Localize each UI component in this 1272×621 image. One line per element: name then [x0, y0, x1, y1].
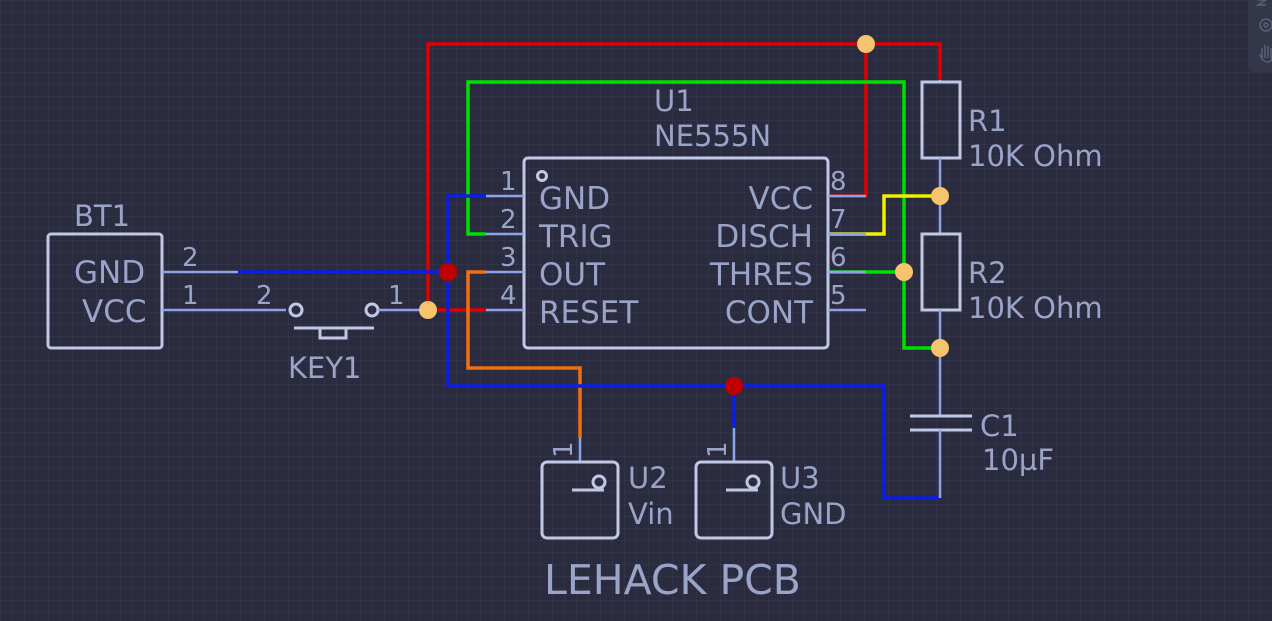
r1-designator: R1 [968, 104, 1007, 138]
hand-icon[interactable] [1259, 45, 1272, 63]
key1-contact-left [288, 302, 304, 318]
bt1-body [46, 232, 164, 350]
u1-value: NE555N [654, 119, 771, 153]
key1-pin-number-2: 2 [256, 281, 273, 311]
u1-pin-name-out: OUT [539, 257, 606, 293]
toolbar-panel [1248, 0, 1272, 72]
bt1-pin-name-vcc: VCC [82, 294, 147, 330]
c1-value: 10µF [982, 443, 1054, 477]
bt1-pin-number-2: 2 [182, 243, 199, 273]
u1-pin-number-4: 4 [500, 281, 517, 311]
connector-u2[interactable]: 1 U2 Vin [540, 438, 674, 540]
bt1-designator: BT1 [74, 199, 130, 233]
junction-ground-u3[interactable] [725, 377, 743, 395]
ic-u1[interactable]: U1 NE555N 1 2 3 4 GND TRIG OUT RESET 8 7… [486, 84, 866, 350]
u1-pin-number-7: 7 [830, 205, 847, 235]
u1-pin-name-vcc: VCC [749, 181, 814, 217]
wire-ground-u1[interactable] [446, 194, 940, 500]
u2-pad [591, 474, 607, 490]
canvas-toolbar [1248, 0, 1272, 72]
r1-value: 10K Ohm [968, 139, 1103, 173]
junctions [419, 35, 949, 395]
r2-body [920, 232, 962, 312]
target-icon[interactable] [1259, 18, 1272, 32]
u1-pin-name-trig: TRIG [538, 219, 613, 255]
u1-body [522, 156, 830, 350]
u1-pin-name-cont: CONT [725, 295, 814, 331]
r2-value: 10K Ohm [968, 291, 1103, 325]
u1-pin-name-thres: THRES [709, 257, 813, 293]
wire-vcc[interactable] [426, 42, 942, 310]
u1-pin-number-1: 1 [500, 167, 517, 197]
capacitor-c1[interactable]: C1 10µF [910, 348, 1054, 498]
u2-value: Vin [628, 497, 674, 531]
key1-plunger [318, 328, 348, 340]
u3-designator: U3 [780, 461, 820, 495]
bt1-pin-number-1: 1 [182, 281, 199, 311]
c1-designator: C1 [980, 409, 1019, 443]
wire-output[interactable] [466, 270, 582, 438]
u1-pin-name-disch: DISCH [715, 219, 813, 255]
u3-value: GND [780, 497, 847, 531]
junction-threshold[interactable] [895, 263, 913, 281]
junction-vcc-top[interactable] [857, 35, 875, 53]
u1-pin-name-reset: RESET [539, 295, 639, 331]
u3-pin-number: 1 [703, 441, 733, 458]
board-label: LEHACK PCB [544, 556, 801, 604]
battery-bt1[interactable]: BT1 GND VCC 2 1 [46, 199, 286, 350]
u2-body [540, 460, 620, 540]
wire-trigger[interactable] [466, 80, 940, 350]
u1-pin-number-3: 3 [500, 243, 517, 273]
r2-designator: R2 [968, 256, 1007, 290]
junction-r1-r2[interactable] [931, 187, 949, 205]
u3-body [694, 460, 774, 540]
resistor-r2[interactable]: R2 10K Ohm [920, 196, 1103, 348]
u1-pin-number-5: 5 [830, 281, 847, 311]
u1-pin-number-8: 8 [830, 167, 847, 197]
key1-pin-number-1: 1 [388, 281, 405, 311]
resistor-r1[interactable]: R1 10K Ohm [920, 80, 1103, 196]
u2-designator: U2 [628, 461, 668, 495]
u1-pin1-marker [536, 170, 548, 182]
zoom-icon[interactable] [1255, 0, 1268, 6]
bt1-pin-name-gnd: GND [74, 255, 145, 291]
junction-r2-c1[interactable] [931, 339, 949, 357]
u1-designator: U1 [654, 84, 694, 118]
r1-body [920, 80, 962, 160]
key1-contact-right [364, 302, 380, 318]
u1-pin-number-6: 6 [830, 243, 847, 273]
switch-key1[interactable]: 2 1 KEY1 [256, 281, 428, 385]
u2-pin-number: 1 [549, 441, 579, 458]
u1-pin-name-gnd: GND [539, 181, 610, 217]
key1-designator: KEY1 [288, 351, 362, 385]
u3-pad [745, 474, 761, 490]
connector-u3[interactable]: 1 U3 GND [694, 428, 847, 540]
junction-ground-bt1[interactable] [439, 263, 457, 281]
junction-key1-reset[interactable] [419, 301, 437, 319]
u1-pin-number-2: 2 [500, 205, 517, 235]
